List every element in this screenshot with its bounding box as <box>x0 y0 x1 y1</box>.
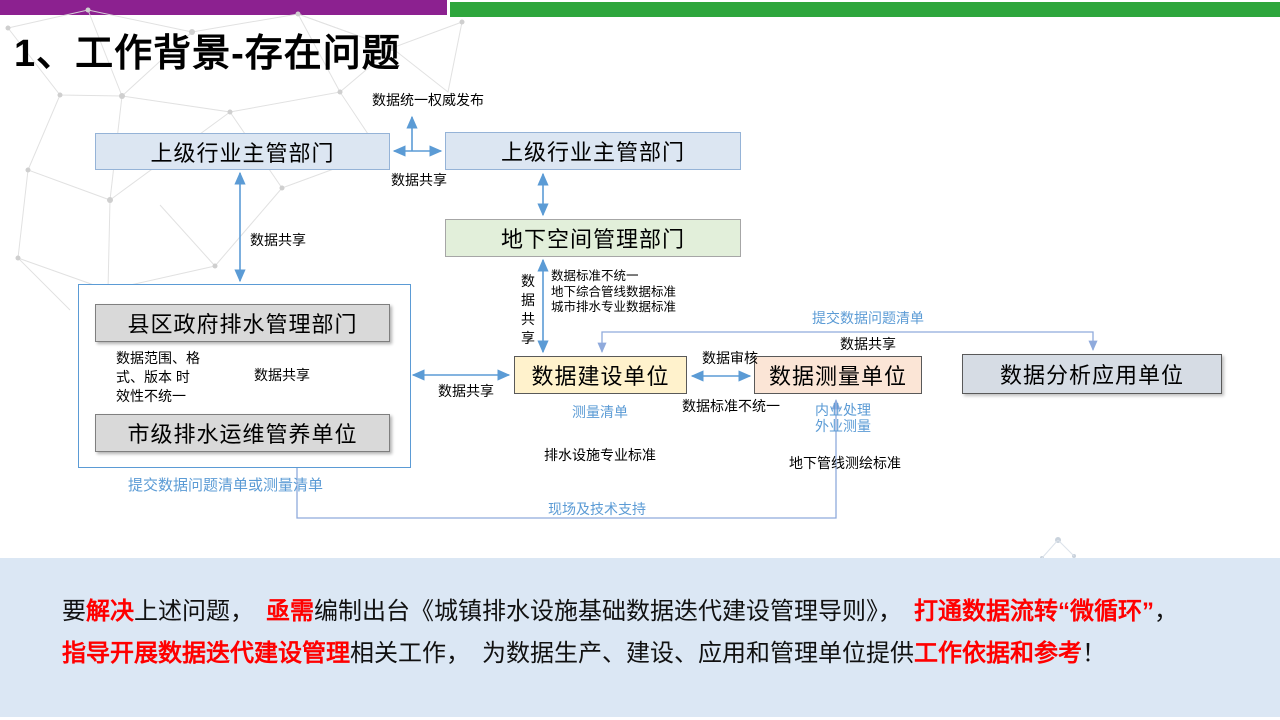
arrow-problem-list <box>597 331 1098 354</box>
node-underground-dept: 地下空间管理部门 <box>445 219 741 257</box>
top-bar-green <box>450 2 1280 17</box>
top-bar-purple <box>0 0 447 15</box>
node-construction-unit: 数据建设单位 <box>514 356 687 394</box>
label-share-vertical: 数据共享 <box>521 273 535 346</box>
node-city-unit: 市级排水运维管养单位 <box>95 414 390 452</box>
label-submit-or-survey: 提交数据问题清单或测量清单 <box>128 477 324 494</box>
label-site-support: 现场及技术支持 <box>548 501 646 517</box>
label-submit-problem-list: 提交数据问题清单 <box>812 310 924 326</box>
label-drainage-standard: 排水设施专业标准 <box>544 447 656 463</box>
arrow-site-support <box>296 398 841 519</box>
summary-paragraph: 要解决上述问题， 亟需编制出台《城镇排水设施基础数据迭代建设管理导则》， 打通数… <box>62 591 1232 675</box>
page-title: 1、工作背景-存在问题 <box>14 33 401 75</box>
label-share-right: 数据共享 <box>840 336 896 352</box>
label-share-mid: 数据共享 <box>438 383 494 399</box>
label-share-top: 数据共享 <box>391 172 447 188</box>
node-analysis-unit: 数据分析应用单位 <box>962 354 1222 394</box>
bottom-panel: 要解决上述问题， 亟需编制出台《城镇排水设施基础数据迭代建设管理导则》， 打通数… <box>0 558 1280 717</box>
label-standards-block: 数据标准不统一 地下综合管线数据标准 城市排水专业数据标准 <box>551 269 677 314</box>
node-upper-dept-left: 上级行业主管部门 <box>95 133 390 170</box>
label-publish: 数据统一权威发布 <box>372 92 484 108</box>
plexus-decoration <box>5 7 465 311</box>
label-pipeline-standard: 地下管线测绘标准 <box>789 455 901 471</box>
node-survey-unit: 数据测量单位 <box>754 356 922 394</box>
label-field-work: 内业处理 外业测量 <box>815 402 871 434</box>
label-share-left: 数据共享 <box>250 232 306 248</box>
label-standard-mismatch: 数据标准不统一 <box>682 398 780 414</box>
summary-line: 指导开展数据迭代建设管理相关工作， 为数据生产、建设、应用和管理单位提供工作依据… <box>62 640 1106 667</box>
label-scope-block: 数据范围、格 式、版本 时 效性不统一 <box>116 350 200 404</box>
label-share-container: 数据共享 <box>254 367 310 383</box>
node-upper-dept-right: 上级行业主管部门 <box>445 132 741 170</box>
node-county-dept: 县区政府排水管理部门 <box>95 304 390 342</box>
label-survey-list: 测量清单 <box>572 404 628 420</box>
label-audit: 数据审核 <box>702 350 758 366</box>
summary-line: 要解决上述问题， 亟需编制出台《城镇排水设施基础数据迭代建设管理导则》， 打通数… <box>62 598 1178 625</box>
